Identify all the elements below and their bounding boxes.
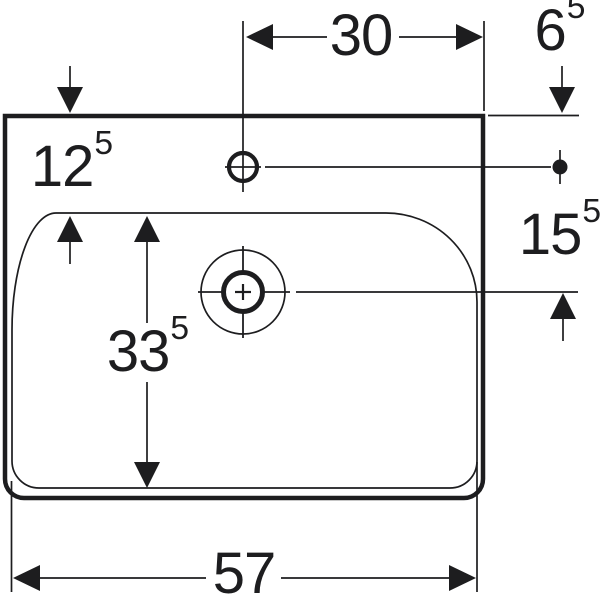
dim-12-5-arrow-down bbox=[57, 87, 83, 113]
dim-label-15-5: 155 bbox=[519, 195, 600, 264]
basin-bowl-outline bbox=[11, 212, 478, 489]
dim-30-arrow-left bbox=[246, 24, 273, 50]
dim-57-arrow-right bbox=[449, 565, 476, 591]
dim-57-group bbox=[10, 462, 478, 592]
dim-label-12-5-value: 12 bbox=[30, 134, 95, 199]
dim-15-5-arrow-up bbox=[550, 293, 576, 319]
dim-15-5-group bbox=[550, 293, 576, 341]
faucet-hole bbox=[226, 150, 260, 184]
dim-label-57: 57 bbox=[213, 545, 277, 600]
dim-30-group bbox=[246, 21, 485, 111]
faucet-hole-group bbox=[225, 21, 551, 192]
dim-label-57-value: 57 bbox=[212, 541, 277, 600]
dim-30-arrow-right bbox=[456, 24, 483, 50]
basin-outer-outline bbox=[2, 113, 486, 501]
dim-57-arrow-left bbox=[13, 565, 40, 591]
dim-33-5-group bbox=[134, 216, 160, 488]
dim-label-15-5-sup: 5 bbox=[582, 193, 600, 231]
dim-12-5-group bbox=[57, 66, 83, 264]
drain-group bbox=[198, 246, 578, 338]
dim-label-12-5: 125 bbox=[31, 127, 113, 196]
dim-label-30-value: 30 bbox=[329, 3, 394, 68]
dim-33-5-arrow-down bbox=[134, 462, 160, 488]
dim-12-5-arrow-up bbox=[57, 216, 83, 242]
dim-label-33-5-sup: 5 bbox=[170, 310, 190, 348]
dim-label-33-5: 335 bbox=[107, 312, 189, 381]
dim-6-5-arrow-down bbox=[549, 87, 575, 113]
dim-label-15-5-value: 15 bbox=[518, 202, 583, 267]
dim-label-12-5-sup: 5 bbox=[94, 125, 114, 163]
dim-33-5-arrow-up bbox=[134, 216, 160, 242]
dim-label-6-5: 65 bbox=[534, 0, 586, 63]
dim-6-5-group bbox=[549, 66, 575, 184]
dim-label-6-5-sup: 5 bbox=[566, 0, 586, 27]
dim-label-6-5-value: 6 bbox=[534, 0, 567, 63]
dim-label-30: 30 bbox=[330, 7, 394, 65]
dim-label-33-5-value: 33 bbox=[106, 319, 171, 384]
